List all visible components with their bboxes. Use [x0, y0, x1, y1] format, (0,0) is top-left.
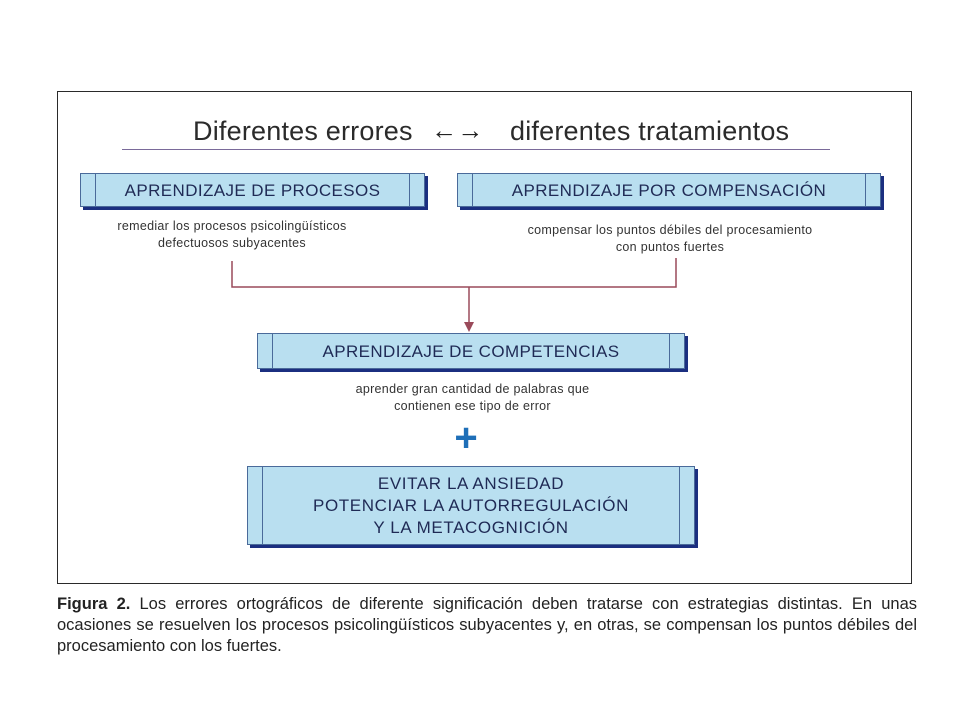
box-aprendizaje-procesos: APRENDIZAJE DE PROCESOS — [80, 173, 425, 207]
plus-icon: + — [454, 416, 478, 460]
box-aprendizaje-compensacion: APRENDIZAJE POR COMPENSACIÓN — [457, 173, 881, 207]
desc-compensacion: compensar los puntos débiles del procesa… — [490, 222, 850, 256]
desc-competencias: aprender gran cantidad de palabras que c… — [300, 381, 645, 415]
desc-line: con puntos fuertes — [615, 240, 725, 254]
box-label: APRENDIZAJE POR COMPENSACIÓN — [511, 181, 827, 200]
header-underline — [122, 149, 830, 150]
box-label: APRENDIZAJE DE COMPETENCIAS — [322, 342, 620, 361]
box-line: POTENCIAR LA AUTORREGULACIÓN — [313, 496, 629, 515]
figure-caption: Figura 2. Los errores ortográficos de di… — [57, 594, 917, 657]
header-left-text: Diferentes errores — [193, 116, 413, 146]
connector-line — [231, 258, 677, 288]
caption-label: Figura 2. — [57, 595, 131, 613]
box-aprendizaje-competencias: APRENDIZAJE DE COMPETENCIAS — [257, 333, 685, 369]
desc-line: compensar los puntos débiles del procesa… — [527, 223, 813, 237]
box-label: APRENDIZAJE DE PROCESOS — [124, 181, 381, 200]
desc-line: remediar los procesos psicolingüísticos — [117, 219, 347, 233]
box-line: Y LA METACOGNICIÓN — [373, 518, 569, 537]
box-line: EVITAR LA ANSIEDAD — [377, 474, 565, 493]
desc-procesos: remediar los procesos psicolingüísticos … — [82, 218, 382, 252]
box-evitar-ansiedad: EVITAR LA ANSIEDAD POTENCIAR LA AUTORREG… — [247, 466, 695, 545]
caption-text: Los errores ortográficos de diferente si… — [57, 595, 918, 655]
desc-line: contienen ese tipo de error — [394, 399, 551, 413]
desc-line: aprender gran cantidad de palabras que — [355, 382, 590, 396]
arrowhead-icon — [464, 322, 474, 332]
header-right-text: diferentes tratamientos — [510, 116, 790, 146]
desc-line: defectuosos subyacentes — [158, 236, 306, 250]
double-arrow-icon: ←→ — [431, 115, 484, 145]
